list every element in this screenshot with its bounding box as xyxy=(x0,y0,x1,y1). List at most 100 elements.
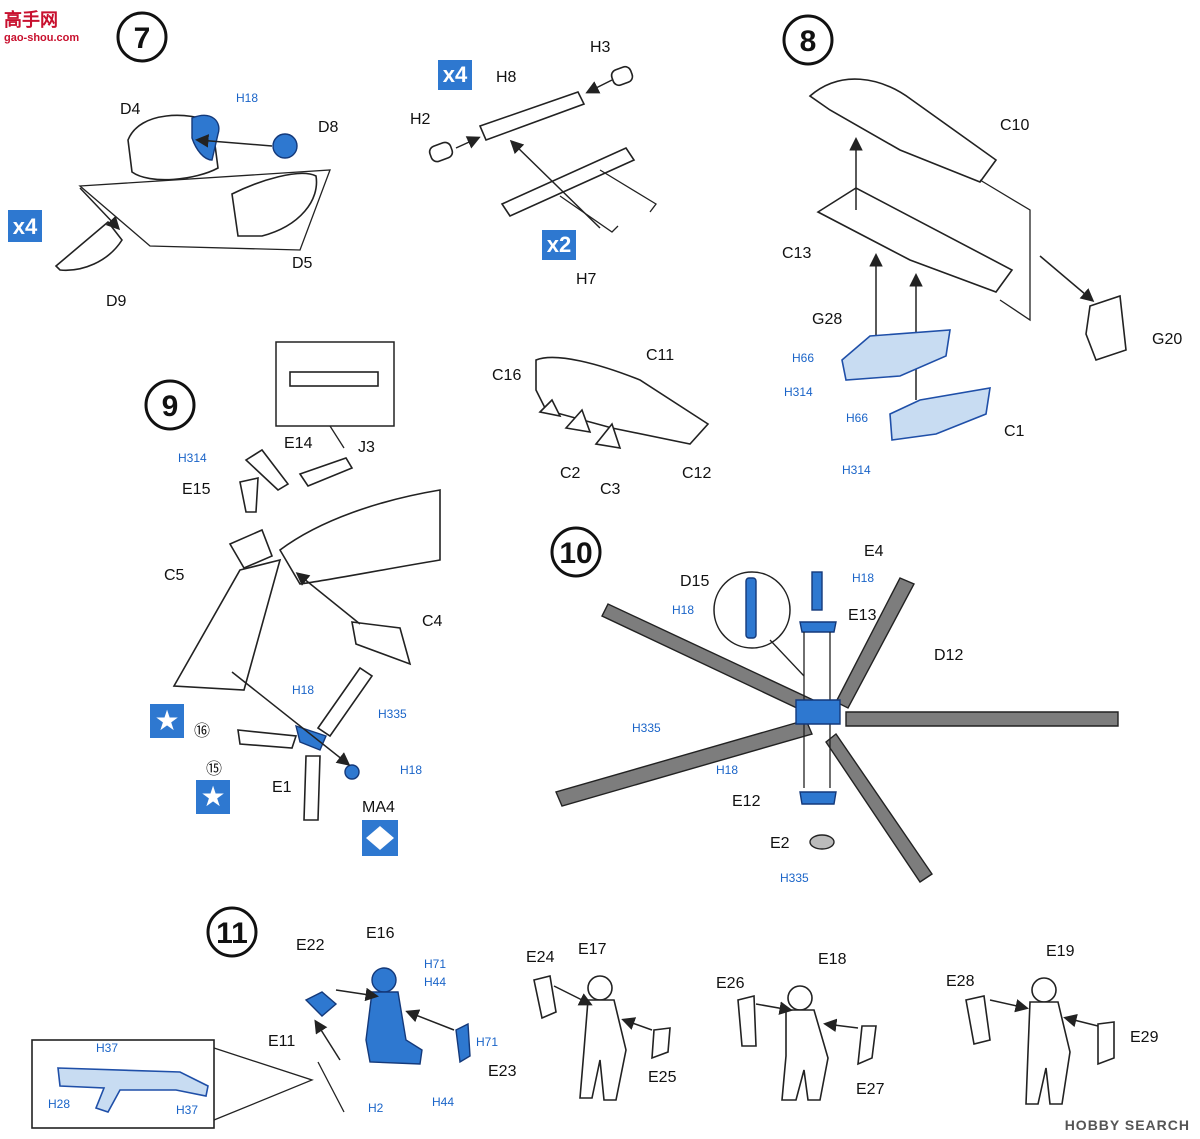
part-d15 xyxy=(745,577,757,639)
star-marking-2 xyxy=(196,780,230,814)
part-c5 xyxy=(228,528,274,570)
tail-boom xyxy=(278,489,441,585)
label-e16: E16 xyxy=(366,925,395,942)
color-h71-e23: H71 xyxy=(476,1035,498,1049)
diamond-icon xyxy=(366,826,394,850)
label-e29: E29 xyxy=(1130,1029,1159,1046)
mult-badge-x2 xyxy=(542,230,576,260)
color-h37-grip: H37 xyxy=(176,1103,198,1117)
label-h8: H8 xyxy=(496,69,517,86)
label-c4: C4 xyxy=(422,613,443,630)
color-h18-ma4: H18 xyxy=(400,763,422,777)
step-11-number: 11 xyxy=(216,917,248,950)
part-d9 xyxy=(54,220,123,272)
e18-body xyxy=(781,1009,829,1101)
part-d5 xyxy=(231,172,318,237)
color-h335-blade: H335 xyxy=(378,707,407,721)
color-h44-e16: H44 xyxy=(424,975,446,989)
mult-x4-left: x4 xyxy=(13,214,38,239)
color-h314-g28: H314 xyxy=(784,385,813,399)
label-e25: E25 xyxy=(648,1069,677,1086)
color-h71-e16: H71 xyxy=(424,957,446,971)
label-c10: C10 xyxy=(1000,117,1029,134)
site-logo: 高手网 gao-shou.com xyxy=(4,6,79,44)
label-c1: C1 xyxy=(1004,423,1025,440)
rotor-blade-2 xyxy=(835,577,915,709)
label-c11: C11 xyxy=(646,347,674,364)
site-logo-title: 高手网 xyxy=(4,10,58,30)
label-e1: E1 xyxy=(272,779,292,796)
part-j3 xyxy=(298,457,354,487)
label-c12: C12 xyxy=(682,465,711,482)
color-h44-e23: H44 xyxy=(432,1095,454,1109)
label-c2: C2 xyxy=(560,465,581,482)
part-e24 xyxy=(533,975,557,1020)
label-d4: D4 xyxy=(120,101,141,118)
label-e22: E22 xyxy=(296,937,325,954)
part-g20 xyxy=(1085,294,1127,362)
color-h28-body: H28 xyxy=(48,1097,70,1111)
part-h7-rail xyxy=(500,146,636,218)
wing-assembly: C16 C11 C2 C3 C12 xyxy=(492,347,711,498)
part-e4 xyxy=(811,571,823,611)
mult-badge-x4-left xyxy=(8,210,42,242)
mult-badge-x4-right xyxy=(438,60,472,90)
part-e28 xyxy=(965,995,991,1045)
e18-head xyxy=(787,985,813,1011)
label-e28: E28 xyxy=(946,973,975,990)
part-e11 xyxy=(317,1061,345,1113)
step-9: 9 H314 E14 J3 E15 C5 C4 H18 H335 H18 E1 … xyxy=(144,341,443,856)
label-e11: E11 xyxy=(268,1033,295,1050)
color-h335-d12: H335 xyxy=(632,721,661,735)
label-e2: E2 xyxy=(770,835,790,852)
color-h314-e15: H314 xyxy=(178,451,207,465)
star-marking-1 xyxy=(150,704,184,738)
label-j3: J3 xyxy=(358,439,375,456)
part-pylons xyxy=(538,398,622,450)
step-8: 8 C10 C13 G28 C1 G20 H66 H314 H66 H314 xyxy=(782,14,1182,477)
part-c10 xyxy=(808,78,998,183)
rotor-blade-3 xyxy=(845,711,1119,727)
label-ma4: MA4 xyxy=(362,799,395,816)
step-7-number: 7 xyxy=(134,22,151,55)
label-e26: E26 xyxy=(716,975,745,992)
step-7: 7 D4 H18 D8 D5 D9 x4 x4 H8 H3 H2 H7 x2 xyxy=(8,11,657,310)
part-e13 xyxy=(799,621,837,633)
rotor-blade-1 xyxy=(601,603,828,719)
part-e27 xyxy=(857,1025,877,1066)
part-c4 xyxy=(351,621,412,666)
color-h18-d4: H18 xyxy=(236,91,258,105)
part-e29 xyxy=(1097,1021,1115,1066)
part-d8 xyxy=(272,133,298,159)
label-c5: C5 xyxy=(164,567,185,584)
label-d9: D9 xyxy=(106,293,127,310)
part-e1 xyxy=(303,755,321,821)
label-e15: E15 xyxy=(182,481,211,498)
label-e18: E18 xyxy=(818,951,847,968)
part-e23 xyxy=(455,1022,471,1064)
color-h18-hub: H18 xyxy=(716,763,738,777)
label-h2: H2 xyxy=(410,111,431,128)
label-e24: E24 xyxy=(526,949,555,966)
tail-rotor-blade-up xyxy=(316,666,374,738)
site-logo-url: gao-shou.com xyxy=(4,32,80,44)
color-h314-c1: H314 xyxy=(842,463,871,477)
decal-16: ⑯ xyxy=(194,722,210,740)
rotor-blade-5 xyxy=(825,732,933,883)
label-c13: C13 xyxy=(782,245,811,262)
label-d5: D5 xyxy=(292,255,313,272)
part-e2 xyxy=(809,834,835,850)
label-e17: E17 xyxy=(578,941,607,958)
part-c13 xyxy=(816,187,1014,293)
inset-pointer xyxy=(213,1047,314,1121)
part-h2 xyxy=(428,141,454,163)
e17-body xyxy=(579,999,627,1101)
label-d12: D12 xyxy=(934,647,963,664)
label-g28: G28 xyxy=(812,311,842,328)
tail-fin xyxy=(172,558,282,691)
tail-rotor-blade-left xyxy=(237,729,298,749)
part-c11-wing xyxy=(535,356,710,445)
part-h3 xyxy=(610,65,634,87)
part-h7-struts xyxy=(559,169,657,233)
label-g20: G20 xyxy=(1152,331,1182,348)
